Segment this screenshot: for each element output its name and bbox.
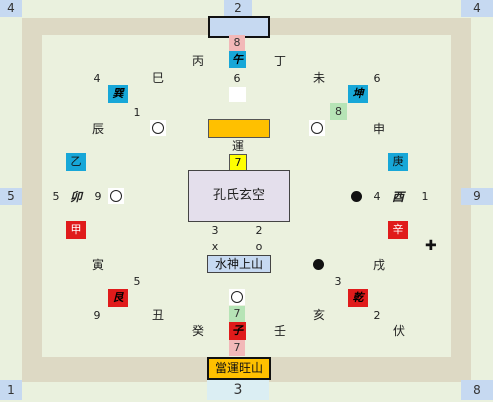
num-top-6: 6: [233, 72, 241, 85]
gen-cell: 艮: [108, 289, 128, 307]
corner-bottom-left: 1: [0, 380, 22, 400]
filled-circle-icon: [351, 191, 362, 202]
num-tr-6: 6: [373, 72, 381, 85]
empty-circle-icon: [231, 291, 243, 303]
qian-cell: 乾: [348, 289, 368, 307]
water-label-box: 水神上山: [207, 255, 271, 273]
label-shen-right: 申: [372, 122, 385, 136]
num-8-right: 8: [330, 103, 347, 120]
empty-circle-icon: [152, 122, 164, 134]
kun-cell: 坤: [348, 85, 368, 103]
label-ding: 丁: [273, 54, 286, 68]
zi-cell: 子: [229, 322, 246, 340]
label-bing: 丙: [191, 54, 204, 68]
gold-bar: [208, 119, 270, 138]
corner-bottom-right: 8: [461, 380, 493, 400]
edge-left: 5: [0, 188, 22, 205]
label-fu: 伏: [392, 324, 405, 338]
top-pink-cell: 8: [229, 35, 245, 51]
num-2-br: 2: [373, 309, 381, 322]
label-you: 酉: [391, 190, 404, 204]
wu-cell: 午: [229, 51, 246, 68]
empty-circle-icon: [110, 190, 122, 202]
yi-cell: 乙: [66, 153, 86, 171]
pink-7-cell: 7: [229, 340, 245, 356]
num-tl-4: 4: [93, 72, 101, 85]
bottom-gate-box: 當運旺山: [207, 357, 271, 380]
num-4-right: 4: [373, 190, 381, 203]
center-title-box: 孔氏玄空: [188, 170, 290, 222]
top-white-cell: [229, 87, 246, 102]
label-hai: 亥: [312, 308, 325, 322]
edge-right: 9: [461, 188, 493, 205]
filled-circle-icon: [313, 259, 324, 270]
xun-cell: 巽: [108, 85, 128, 103]
geng-cell: 庚: [388, 153, 408, 171]
num-5-left: 5: [52, 190, 60, 203]
label-chou: 丑: [151, 308, 164, 322]
jia-cell: 甲: [66, 221, 86, 239]
cursor-cross-icon: ✚: [425, 238, 437, 254]
label-yin: 寅: [91, 258, 104, 272]
green-7-cell: 7: [229, 306, 245, 322]
corner-top-right: 4: [461, 0, 493, 17]
label-gui: 癸: [191, 324, 204, 338]
num-5-bl: 5: [133, 275, 141, 288]
xin-cell: 辛: [388, 221, 408, 239]
num-9-left: 9: [94, 190, 102, 203]
label-chen: 辰: [91, 122, 104, 136]
num-1-left: 1: [133, 106, 141, 119]
num-center-3: 3: [211, 224, 219, 237]
mark-x: x: [211, 240, 219, 253]
label-ren: 壬: [273, 324, 286, 338]
edge-top-center: 2: [224, 0, 252, 17]
label-yun: 運: [231, 139, 244, 153]
label-mao: 卯: [69, 190, 82, 204]
mark-o: o: [255, 240, 263, 253]
corner-top-left: 4: [0, 0, 22, 17]
edge-bottom-center: 3: [207, 380, 269, 400]
label-si: 巳: [151, 71, 164, 85]
label-wei: 未: [312, 71, 325, 85]
num-3-br: 3: [334, 275, 342, 288]
num-9-bl: 9: [93, 309, 101, 322]
num-1-right: 1: [421, 190, 429, 203]
label-xu: 戌: [372, 258, 385, 272]
empty-circle-icon: [311, 122, 323, 134]
num-center-2: 2: [255, 224, 263, 237]
